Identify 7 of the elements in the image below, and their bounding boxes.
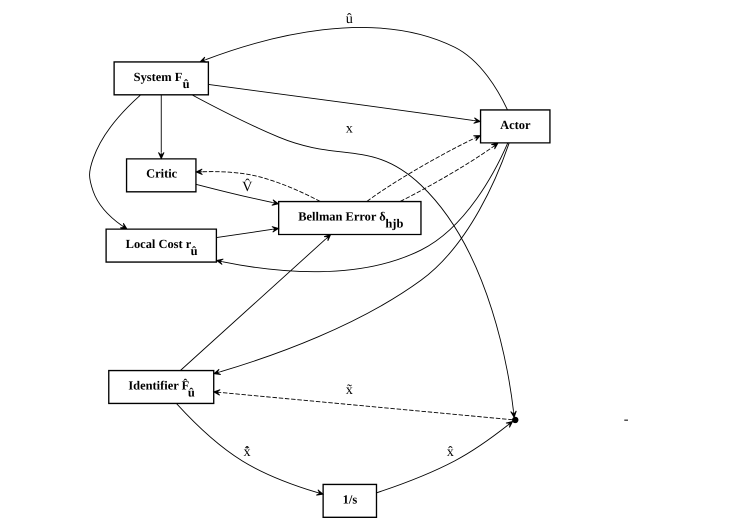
edge-label: x̂ [446,444,454,460]
edge-label: x [346,120,353,136]
edge-label: x̃ [346,382,353,398]
edge-label: û [346,11,353,28]
edge-label: V̂ [242,179,252,196]
edge-label: x̂̇ [244,444,251,460]
label: - [624,411,629,428]
